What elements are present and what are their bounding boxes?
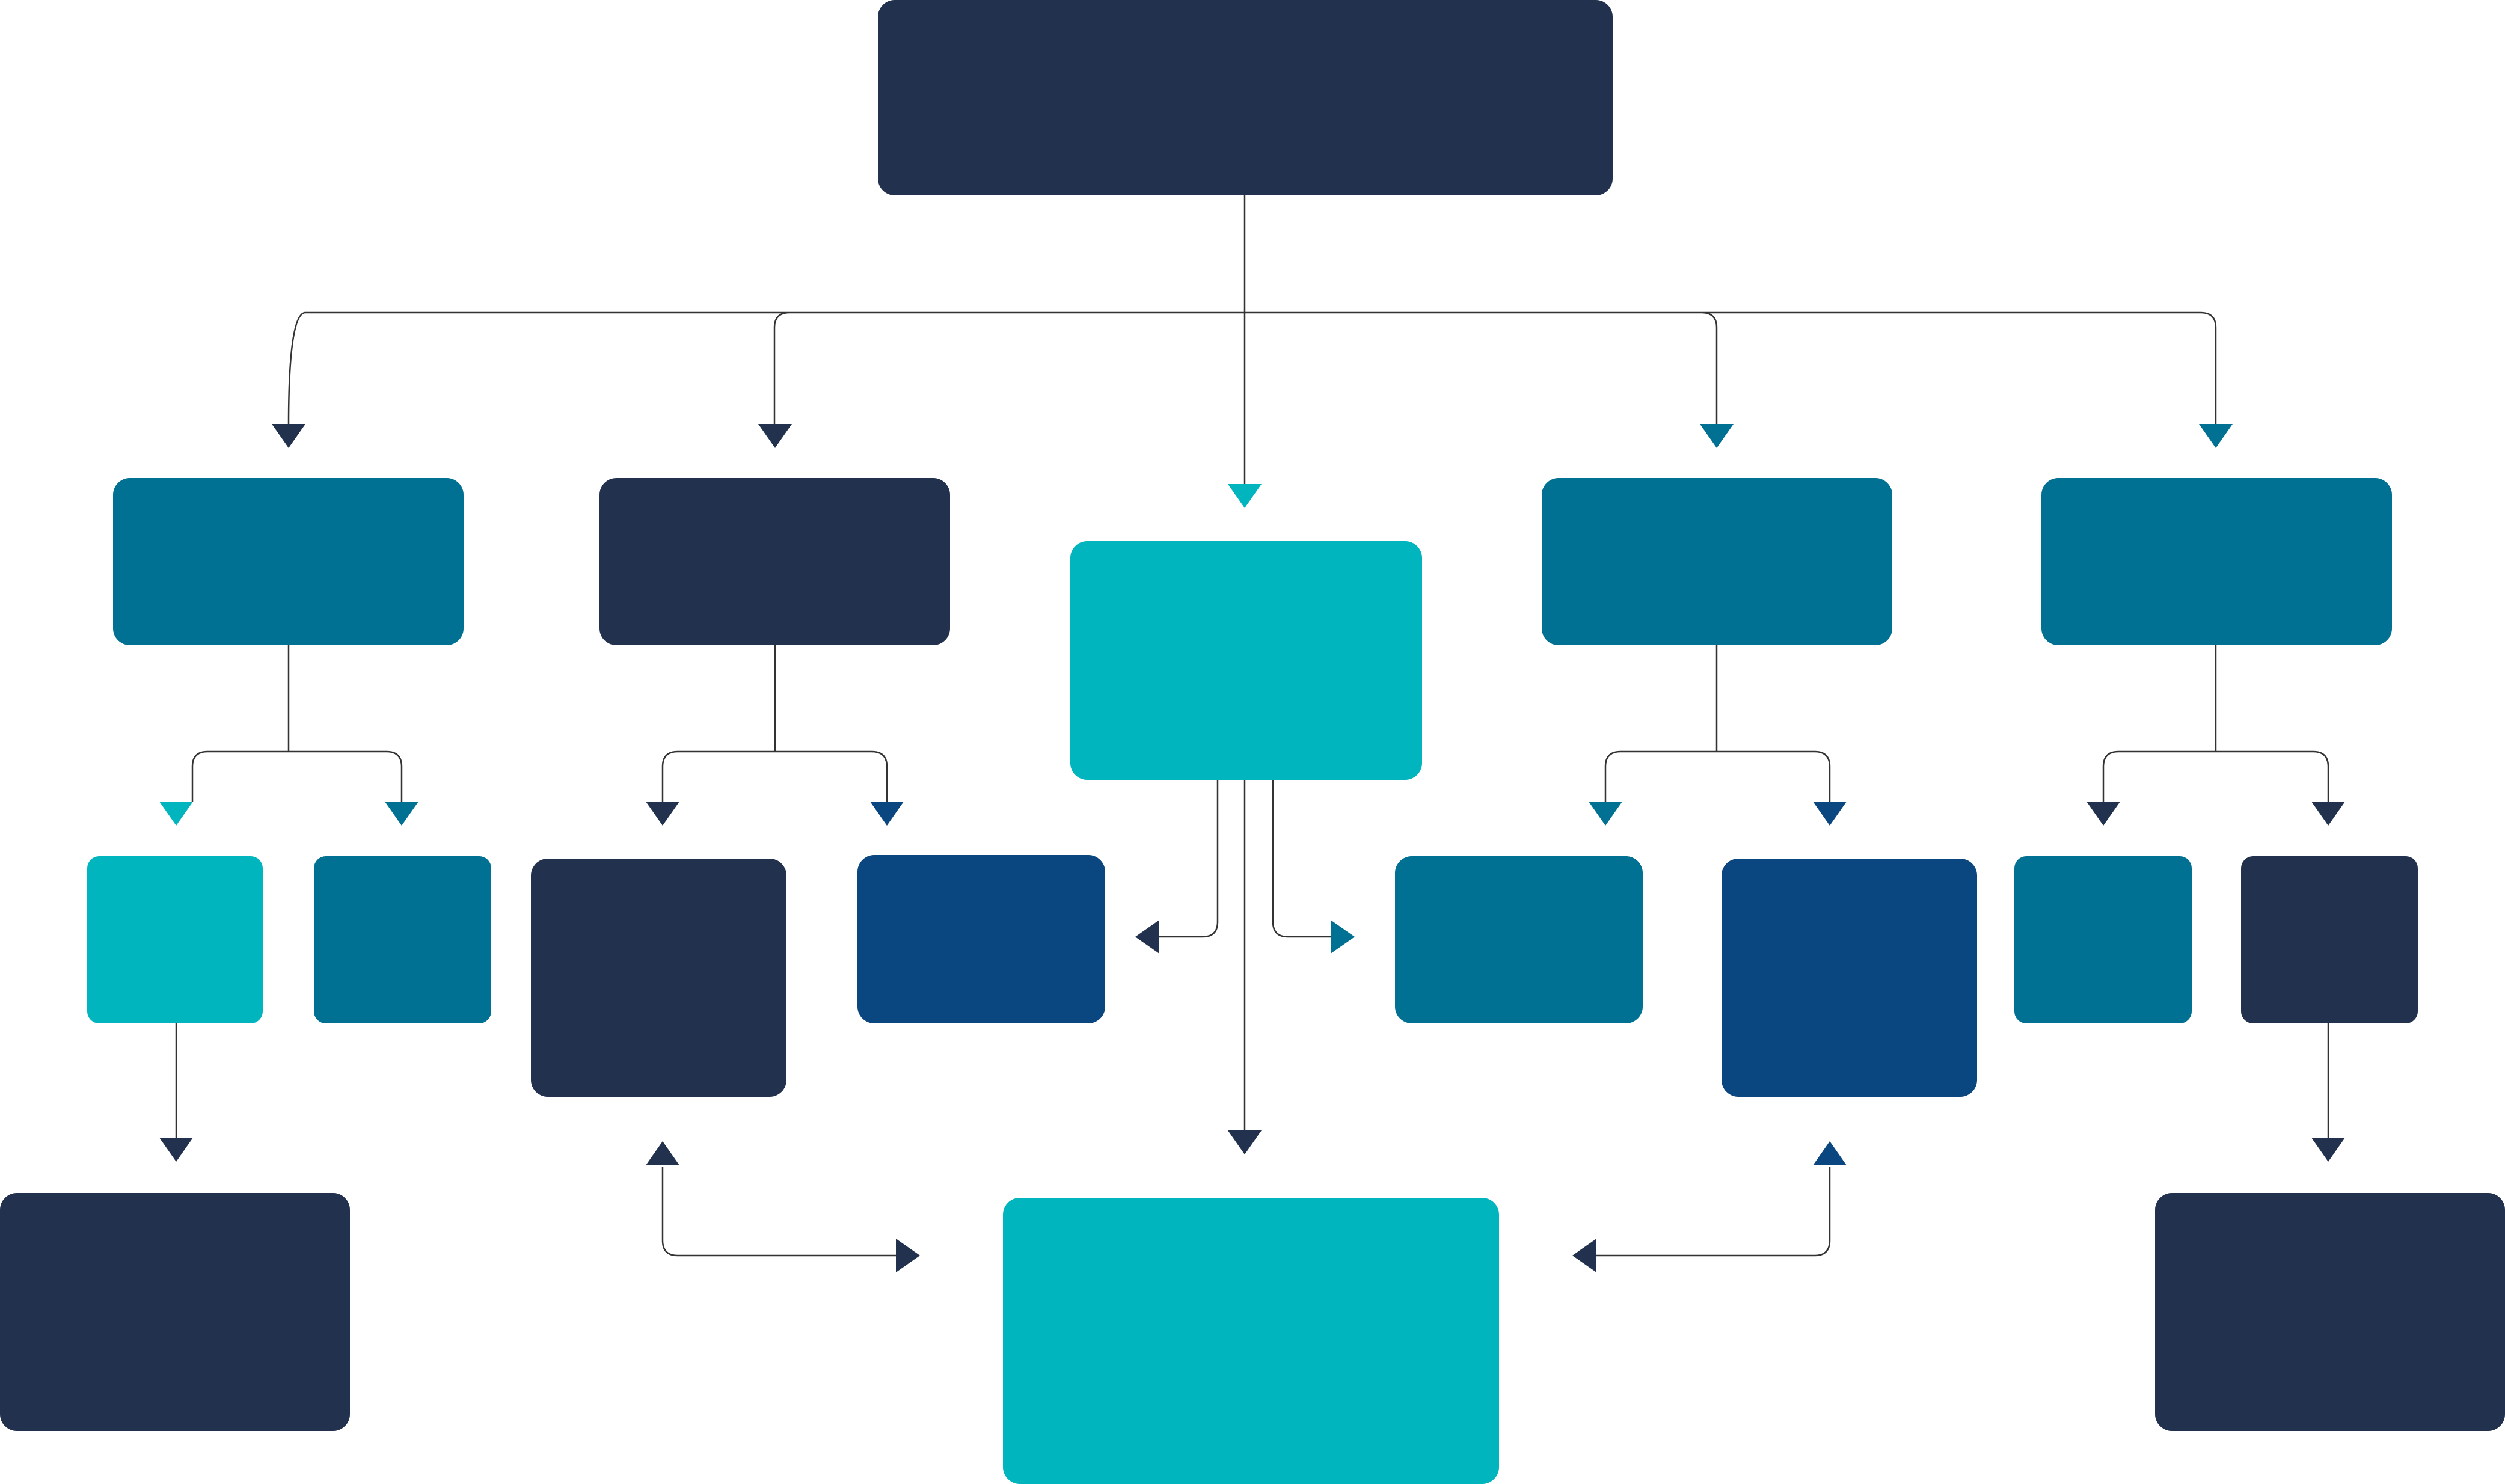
arrowhead-to-level1-center [1228,484,1262,508]
arrowhead-layer [159,424,2345,1272]
arrowhead-to-level2-e2 [2311,802,2345,826]
connector-line-center-right-tap [1272,780,1332,938]
flowchart-node-level2-d1 [1395,856,1643,1023]
arrowhead-to-level2-a2 [385,802,419,826]
connector-line-center-left-tap [1157,780,1219,938]
arrowhead-to-level1-e [2199,424,2233,448]
arrowhead-to-level1-a [272,424,305,448]
flowchart-node-level2-a2 [314,856,491,1023]
arrowhead-to-level2-e1 [2086,802,2120,826]
flowchart-node-level3-center [1003,1198,1499,1484]
flowchart-node-level1-b [599,478,950,645]
arrowhead-center-to-d2 [1813,1141,1847,1165]
flowchart-node-level3-left [0,1193,350,1431]
flowchart-node-level2-b1 [531,859,786,1097]
arrowhead-e2-to-level3 [2311,1138,2345,1162]
flowchart-node-level1-a [113,478,464,645]
flowchart-node-root [878,0,1613,195]
flowchart-node-level2-b2 [857,855,1105,1023]
flowchart-node-level1-e [2041,478,2392,645]
flowchart-node-level2-a1 [87,856,263,1023]
arrowhead-to-level2-a1 [159,802,193,826]
flowchart-node-level2-e2 [2241,856,2418,1023]
arrowhead-to-level2-b2 [870,802,904,826]
arrowhead-to-level2-d1 [1589,802,1622,826]
connector-line-branch-d [1604,645,1831,802]
connector-layer [175,195,2329,1257]
connector-line-branch-a [191,645,403,802]
arrowhead-to-level2-d2 [1813,802,1847,826]
connector-line-branch-e [2102,645,2329,802]
arrowhead-b1-to-center [896,1239,920,1272]
connector-line-d2-to-center [1596,1167,1831,1257]
flowchart-node-level1-d [1542,478,1892,645]
arrowhead-to-level1-b [758,424,792,448]
flowchart-node-level3-right [2155,1193,2505,1431]
connector-line-branch-b [661,645,888,802]
connector-line-b1-to-center [661,1167,896,1257]
arrowhead-d2-to-center [1572,1239,1596,1272]
arrowhead-to-level1-d [1700,424,1734,448]
arrowhead-a1-to-level3 [159,1138,193,1162]
arrowhead-to-level2-b1 [646,802,679,826]
arrowhead-center-to-level3 [1228,1130,1262,1154]
flowchart-node-level2-e1 [2014,856,2192,1023]
flowchart-node-level2-d2 [1722,859,1977,1097]
arrowhead-center-to-d1 [1331,920,1355,954]
connector-line-root-bus [287,311,2217,426]
arrowhead-center-to-b1 [646,1141,679,1165]
flowchart-node-level1-center [1070,541,1422,780]
arrowhead-center-to-b2 [1135,920,1159,954]
